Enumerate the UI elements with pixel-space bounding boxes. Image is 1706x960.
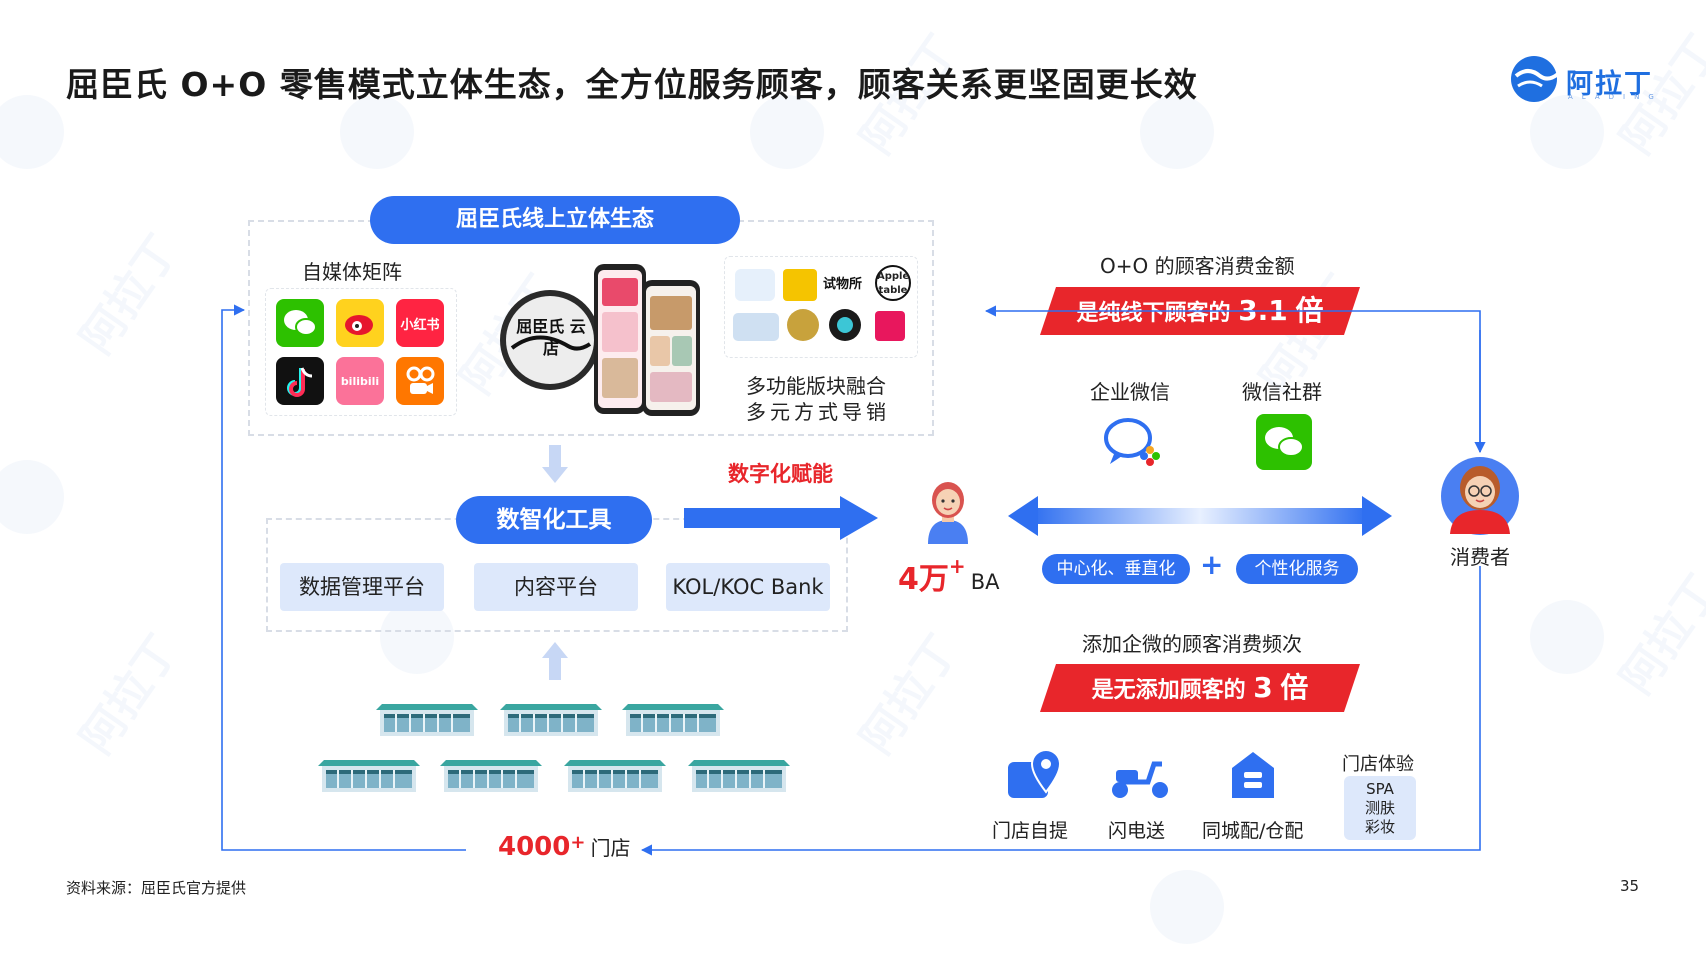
empower-label: 数字化赋能 bbox=[728, 462, 833, 486]
frequency-banner-prefix: 是无添加顾客的 bbox=[1091, 678, 1246, 703]
store-experience-label: 门店体验 bbox=[1342, 754, 1414, 775]
watermark-mark bbox=[340, 95, 414, 169]
frequency-banner-suffix: 倍 bbox=[1280, 671, 1309, 704]
watermark-mark bbox=[0, 460, 64, 534]
warehouse-icon bbox=[1232, 752, 1274, 798]
store-experience-box: SPA 测肤 彩妆 bbox=[1344, 776, 1416, 840]
online-ecosystem-header: 屈臣氏线上立体生态 bbox=[370, 196, 740, 244]
store-experience-makeup: 彩妆 bbox=[1364, 818, 1395, 836]
wechat-group-icon bbox=[1256, 414, 1312, 470]
logo-text: 阿拉丁 bbox=[1566, 69, 1653, 100]
wecom-icon bbox=[1104, 418, 1160, 466]
store-building-icon bbox=[688, 752, 790, 794]
module-badge bbox=[735, 269, 775, 301]
module-badge bbox=[733, 313, 779, 341]
tool-content-platform: 内容平台 bbox=[474, 563, 638, 611]
module-badge-apple-table: Apple table bbox=[875, 265, 911, 301]
kuaishou-icon bbox=[396, 357, 444, 405]
aladdin-logo-icon bbox=[1511, 56, 1560, 102]
phone-mockup bbox=[594, 264, 646, 414]
store-building-icon bbox=[564, 752, 666, 794]
tool-kol-koc-bank: KOL/KOC Bank bbox=[666, 563, 830, 611]
watermark-mark bbox=[1140, 95, 1214, 169]
scooter-icon bbox=[1112, 761, 1168, 798]
stores-count-value: 4000 bbox=[498, 832, 571, 862]
stores-count-unit: 门店 bbox=[590, 836, 631, 860]
cloud-store-logo-icon bbox=[500, 290, 600, 390]
store-experience-skin-test: 测肤 bbox=[1364, 799, 1395, 817]
service-tag-plus: + bbox=[1200, 548, 1224, 581]
store-building-icon bbox=[318, 752, 420, 794]
service-city-delivery: 同城配/仓配 bbox=[1202, 820, 1304, 842]
module-badge bbox=[783, 269, 817, 301]
watermark-mark bbox=[1530, 600, 1604, 674]
store-building-icon bbox=[376, 696, 478, 738]
watermark-mark bbox=[1150, 870, 1224, 944]
module-badge bbox=[829, 309, 861, 341]
ba-count-unit: BA bbox=[970, 570, 1000, 594]
store-building-icon bbox=[622, 696, 724, 738]
store-building-icon bbox=[500, 696, 602, 738]
page-number: 35 bbox=[1620, 877, 1640, 895]
media-matrix-label: 自媒体矩阵 bbox=[302, 260, 402, 284]
stores-count-plus: + bbox=[570, 832, 586, 853]
bilibili-icon: bilibili bbox=[336, 357, 384, 405]
store-pickup-icon bbox=[1008, 748, 1062, 798]
amount-banner-prefix: 是纯线下顾客的 bbox=[1076, 301, 1231, 326]
phone-mockup bbox=[642, 280, 700, 416]
bidirectional-arrow-icon bbox=[1008, 496, 1392, 536]
wechat-icon bbox=[276, 299, 324, 347]
digital-tools-header: 数智化工具 bbox=[456, 496, 652, 544]
frequency-banner-value: 3 bbox=[1253, 671, 1273, 704]
service-tag-personalized: 个性化服务 bbox=[1236, 554, 1358, 584]
module-badge-shiwusuo: 试物所 bbox=[823, 277, 863, 292]
stores-count: 4000+ 门店 bbox=[498, 832, 631, 862]
modules-caption-1: 多功能版块融合 bbox=[746, 374, 886, 398]
channel-wechat-group-label: 微信社群 bbox=[1242, 380, 1322, 404]
douyin-icon bbox=[276, 357, 324, 405]
consumer-label: 消费者 bbox=[1450, 545, 1510, 569]
frequency-banner bbox=[1040, 664, 1360, 712]
weibo-icon bbox=[336, 299, 384, 347]
watermark-mark bbox=[380, 600, 454, 674]
service-tag-centralized: 中心化、垂直化 bbox=[1042, 554, 1190, 584]
ba-count: 4万+ BA bbox=[898, 554, 1000, 598]
frequency-label: 添加企微的顾客消费频次 bbox=[1082, 632, 1302, 656]
source-note: 资料来源：屈臣氏官方提供 bbox=[66, 879, 247, 897]
cloud-store-logo-text: 屈臣氏 云店 bbox=[516, 317, 586, 358]
media-matrix-grid: 小红书 bilibili bbox=[265, 288, 457, 416]
tool-data-platform: 数据管理平台 bbox=[280, 563, 444, 611]
down-arrow-icon bbox=[542, 445, 568, 483]
watermark-mark bbox=[750, 95, 824, 169]
ba-count-value: 4万 bbox=[898, 562, 949, 597]
module-badge bbox=[875, 311, 905, 341]
ba-avatar-icon bbox=[928, 482, 968, 544]
channel-wecom-label: 企业微信 bbox=[1090, 380, 1170, 404]
up-arrow-icon bbox=[542, 642, 568, 680]
watermark-mark bbox=[1530, 95, 1604, 169]
modules-caption-2: 多元方式导销 bbox=[746, 400, 890, 424]
store-experience-spa: SPA bbox=[1366, 780, 1394, 798]
watermark-mark bbox=[0, 95, 64, 169]
ba-count-plus: + bbox=[948, 554, 966, 578]
amount-label: O+O 的顾客消费金额 bbox=[1100, 254, 1295, 278]
empower-arrow-icon bbox=[684, 496, 878, 540]
modules-cluster: 试物所 Apple table bbox=[724, 256, 918, 358]
store-building-icon bbox=[440, 752, 542, 794]
page-title: 屈臣氏 O+O 零售模式立体生态，全方位服务顾客，顾客关系更坚固更长效 bbox=[66, 65, 1198, 104]
service-store-pickup: 门店自提 bbox=[992, 820, 1069, 842]
frequency-banner-text: 是无添加顾客的 3 倍 bbox=[1040, 664, 1360, 712]
module-badge bbox=[787, 309, 819, 341]
logo-subtext: ALADING bbox=[1568, 93, 1663, 101]
consumer-avatar-icon bbox=[1441, 457, 1519, 535]
service-flash-delivery: 闪电送 bbox=[1108, 820, 1166, 842]
xiaohongshu-icon: 小红书 bbox=[396, 299, 444, 347]
